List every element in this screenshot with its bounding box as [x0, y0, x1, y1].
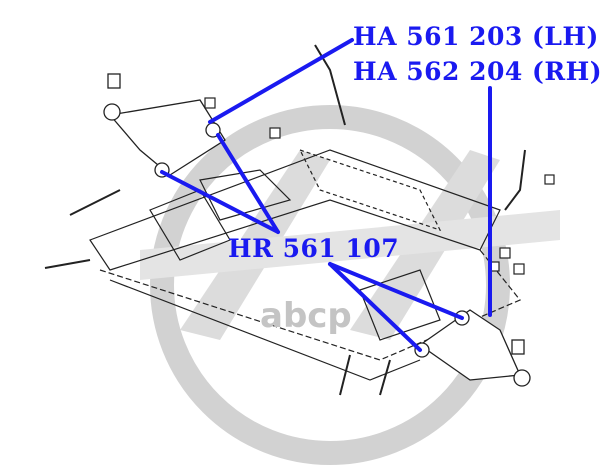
control-arm-right	[414, 309, 531, 387]
part-label-upper-lh: HA 561 203 (LH)	[353, 22, 599, 51]
stabilizer-link	[314, 44, 346, 126]
watermark-text: abcp	[260, 296, 352, 336]
watermark-ring	[150, 105, 510, 465]
nuts	[204, 97, 555, 275]
stabilizer-link	[504, 149, 526, 211]
control-arm-left	[103, 73, 226, 178]
subframe	[44, 148, 521, 396]
part-label-bushing: HR 561 107	[228, 234, 400, 263]
callout-lines	[160, 38, 492, 352]
watermark-band	[140, 210, 560, 280]
part-label-upper-rh: HA 562 204 (RH)	[353, 57, 600, 86]
